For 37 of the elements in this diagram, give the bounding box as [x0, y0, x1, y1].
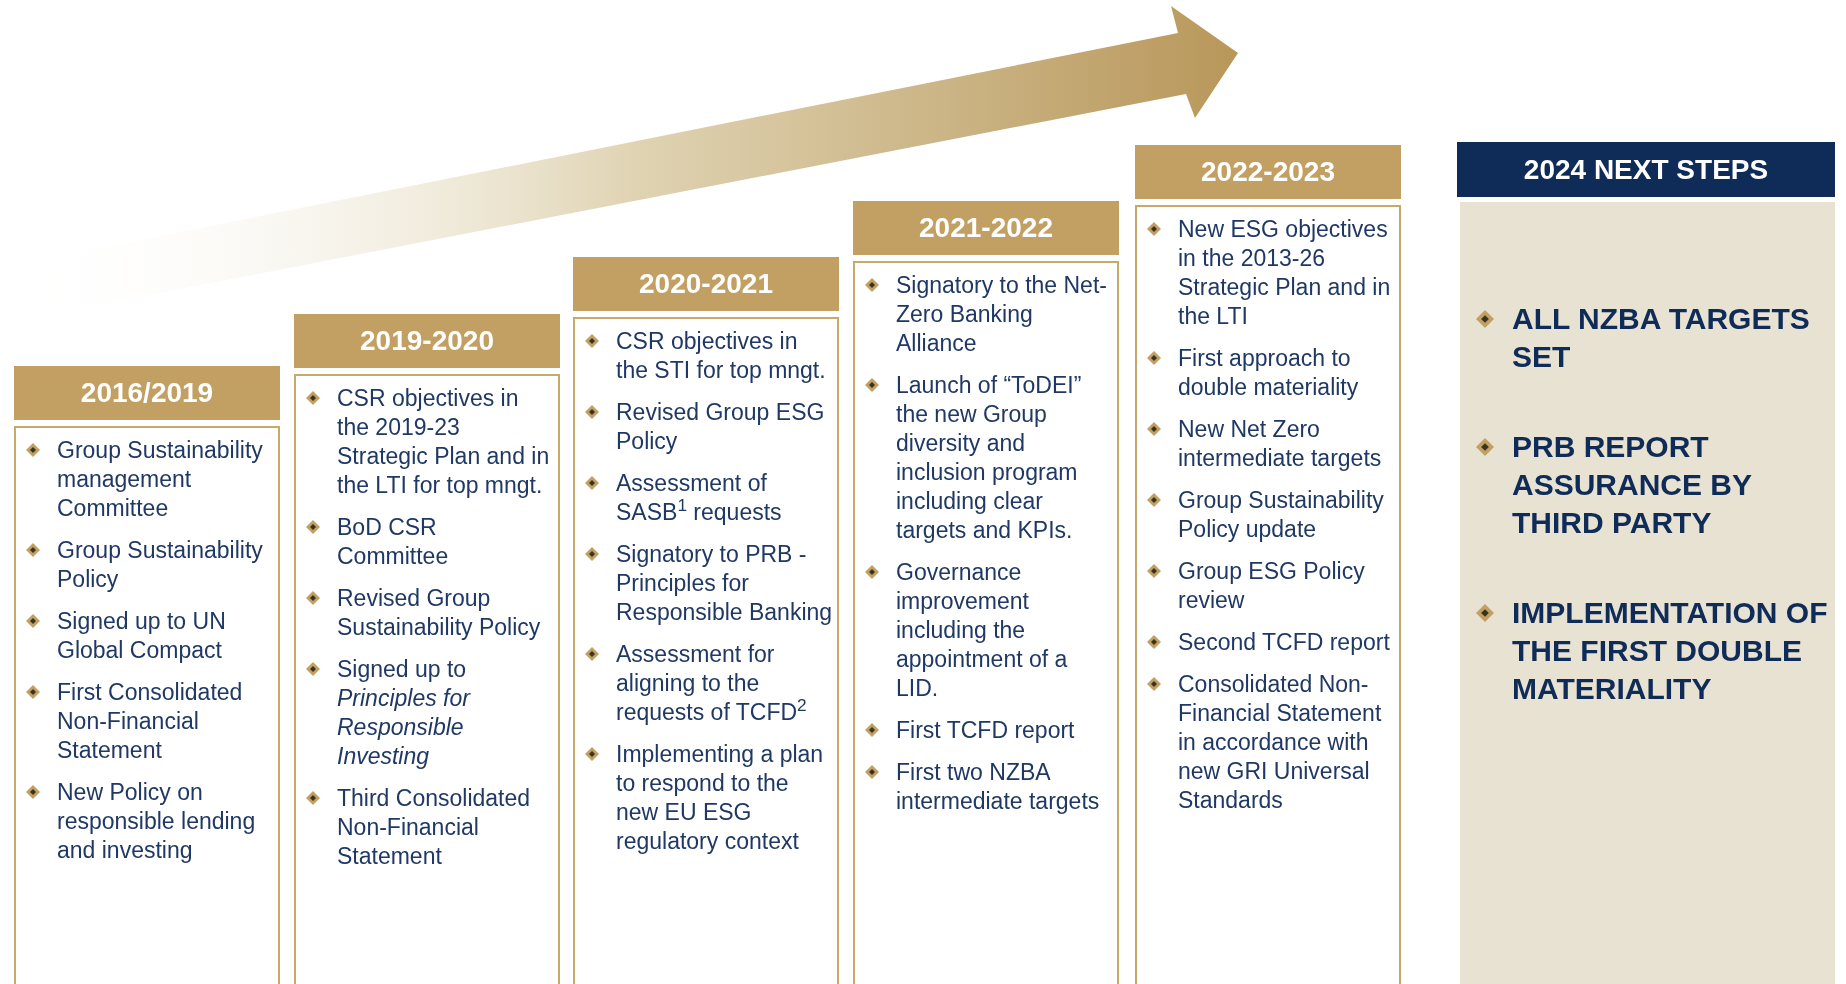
- bullet-text: Signatory to the Net-Zero Banking Alliance: [896, 271, 1108, 358]
- bullet-text: Revised Group Sustainability Policy: [337, 584, 542, 642]
- bullet-text: First TCFD report: [896, 716, 1075, 745]
- bullet-text: Group Sustainability Policy update: [1178, 486, 1385, 544]
- next-step-text: PRB REPORT ASSURANCE BY THIRD PARTY: [1512, 429, 1753, 541]
- bullet-text: Group ESG Policy review: [1178, 557, 1366, 615]
- bullet-text: Revised Group ESG Policy: [616, 398, 826, 456]
- bullet-text: Signatory to PRB - Principles for Responsible Banking: [616, 540, 833, 627]
- bullet-text: CSR objectives in the 2019-23 Strategic Plan and in the LTI for top mngt.: [337, 384, 551, 500]
- bullet-text: Assessment of SASB$^{1}$ requests: [616, 469, 783, 527]
- bullet-text: Launch of “ToDEI” the new Group diversity and inclusion program including clear targets and KPIs.: [896, 371, 1083, 545]
- bullet-text: New Net Zero intermediate targets: [1178, 415, 1383, 473]
- year-header: 2016/2019: [14, 366, 280, 420]
- next-steps-header: 2024 NEXT STEPS: [1457, 142, 1835, 197]
- bullet-text: Group Sustainability management Committee: [57, 436, 264, 523]
- bullet-text: Assessment for aligning to the requests of TCFD$^{2}$: [616, 640, 808, 727]
- bullet-text: Group Sustainability Policy: [57, 536, 264, 594]
- bullet-text: Third Consolidated Non-Financial Statement: [337, 784, 532, 871]
- bullet-text: First two NZBA intermediate targets: [896, 758, 1101, 816]
- bullet-text: Consolidated Non-Financial Statement in accordance with new GRI Universal Standards: [1178, 670, 1383, 815]
- next-step-text: IMPLEMENTATION OF THE FIRST DOUBLE MATERIALITY: [1512, 595, 1829, 707]
- bullet-text: Governance improvement including the appointment of a LID.: [896, 558, 1069, 703]
- bullet-text: Signed up to UN Global Compact: [57, 607, 227, 665]
- bullet-text: First approach to double materiality: [1178, 344, 1360, 402]
- bullet-text: BoD CSR Committee: [337, 513, 450, 571]
- bullet-text: CSR objectives in the STI for top mngt.: [616, 327, 827, 385]
- year-header: 2022-2023: [1135, 145, 1401, 199]
- next-step-text: ALL NZBA TARGETS SET: [1512, 301, 1811, 375]
- year-header: 2019-2020: [294, 314, 560, 368]
- bullet-text: First Consolidated Non-Financial Statement: [57, 678, 244, 765]
- bullet-text: Implementing a plan to respond to the new EU ESG regulatory context: [616, 740, 825, 856]
- year-header: 2020-2021: [573, 257, 839, 311]
- bullet-text: Signed up to Principles for Responsible Investing: [337, 655, 472, 771]
- bullet-text: New Policy on responsible lending and investing: [57, 778, 257, 865]
- bullet-text: New ESG objectives in the 2013-26 Strategic Plan and in the LTI: [1178, 215, 1392, 331]
- bullet-text: Second TCFD report: [1178, 628, 1390, 657]
- year-header: 2021-2022: [853, 201, 1119, 255]
